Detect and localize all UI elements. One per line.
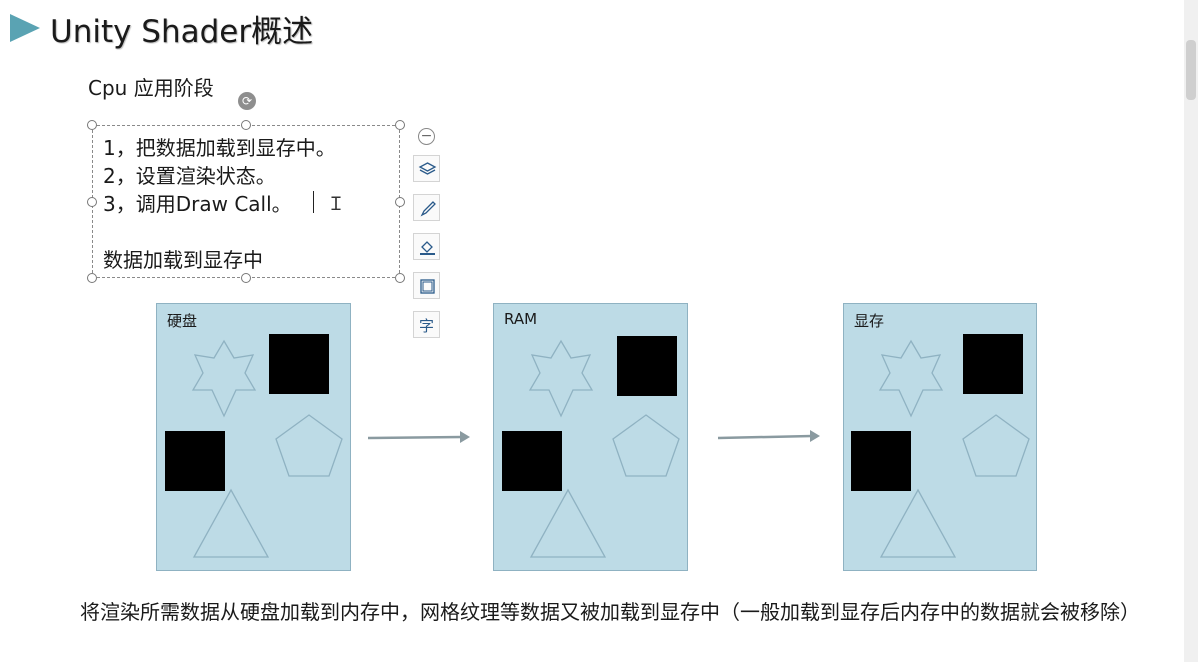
slide-caption: 将渲染所需数据从硬盘加载到内存中，网格纹理等数据又被加载到显存中（一般加载到显存… bbox=[80, 600, 1140, 624]
collapse-icon[interactable]: − bbox=[418, 128, 435, 145]
border-icon bbox=[420, 279, 435, 294]
text-caret bbox=[313, 191, 314, 213]
fill-icon bbox=[420, 241, 435, 255]
black-square-top bbox=[269, 334, 329, 394]
resize-handle-right[interactable] bbox=[395, 197, 405, 207]
textbox-line-3[interactable]: 3，调用Draw Call。 bbox=[103, 192, 292, 216]
title-arrow-icon bbox=[10, 14, 40, 42]
black-square-top bbox=[617, 336, 677, 396]
pentagon-shape bbox=[275, 414, 343, 477]
star-shape bbox=[528, 339, 594, 418]
textbox-line-4[interactable]: 数据加载到显存中 bbox=[103, 248, 263, 272]
layers-icon bbox=[418, 162, 437, 175]
triangle-shape bbox=[529, 488, 607, 558]
vertical-scrollbar[interactable] bbox=[1184, 0, 1198, 662]
text-style-icon: 字 bbox=[419, 317, 435, 335]
triangle-shape bbox=[879, 488, 957, 558]
pentagon-shape bbox=[962, 414, 1030, 477]
resize-handle-bottom[interactable] bbox=[241, 273, 251, 283]
resize-handle-bottom-left[interactable] bbox=[87, 273, 97, 283]
text-style-button[interactable]: 字 bbox=[413, 311, 440, 338]
selected-textbox[interactable]: 1，把数据加载到显存中。 2，设置渲染状态。 3，调用Draw Call。 Ｉ … bbox=[87, 120, 405, 283]
fill-button[interactable] bbox=[413, 233, 440, 260]
arrow-disk-to-ram bbox=[367, 431, 470, 443]
pentagon-shape bbox=[612, 414, 680, 477]
rotate-handle-icon[interactable]: ⟳ bbox=[238, 92, 256, 110]
star-shape bbox=[191, 339, 257, 418]
black-square-top bbox=[963, 334, 1023, 394]
black-square-left bbox=[165, 431, 225, 491]
triangle-shape bbox=[192, 488, 270, 558]
panel-label-ram: RAM bbox=[504, 310, 538, 328]
resize-handle-top[interactable] bbox=[241, 120, 251, 130]
resize-handle-top-left[interactable] bbox=[87, 120, 97, 130]
panel-label-disk: 硬盘 bbox=[167, 312, 198, 330]
brush-button[interactable] bbox=[413, 194, 440, 221]
border-button[interactable] bbox=[413, 272, 440, 299]
scrollbar-thumb[interactable] bbox=[1186, 40, 1196, 100]
star-shape bbox=[878, 339, 944, 418]
textbox-line-1[interactable]: 1，把数据加载到显存中。 bbox=[103, 136, 336, 160]
resize-handle-bottom-right[interactable] bbox=[395, 273, 405, 283]
slide-title: Unity Shader概述 bbox=[50, 14, 314, 50]
black-square-left bbox=[502, 431, 562, 491]
panel-vram: 显存 bbox=[843, 303, 1037, 571]
panel-label-vram: 显存 bbox=[854, 312, 885, 330]
textbox-line-2[interactable]: 2，设置渲染状态。 bbox=[103, 164, 276, 188]
ibeam-cursor-icon: Ｉ bbox=[327, 194, 345, 215]
layers-button[interactable] bbox=[413, 155, 440, 182]
black-square-left bbox=[851, 431, 911, 491]
resize-handle-top-right[interactable] bbox=[395, 120, 405, 130]
panel-ram: RAM bbox=[493, 303, 688, 571]
resize-handle-left[interactable] bbox=[87, 197, 97, 207]
panel-disk: 硬盘 bbox=[156, 303, 351, 571]
brush-icon bbox=[420, 201, 436, 217]
arrow-ram-to-vram bbox=[717, 430, 820, 442]
section-label[interactable]: Cpu 应用阶段 bbox=[88, 76, 214, 100]
